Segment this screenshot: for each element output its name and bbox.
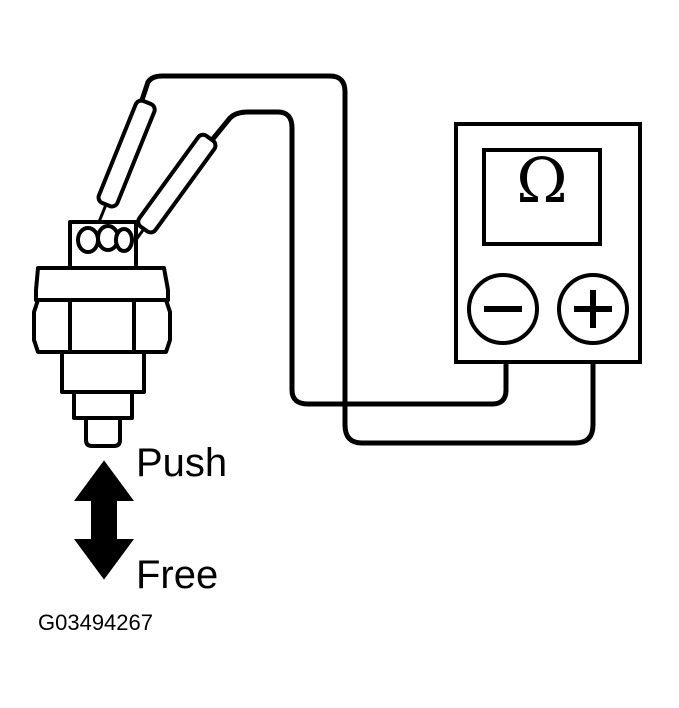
- negative-terminal: [467, 273, 539, 345]
- positive-lead-wire: [139, 73, 596, 446]
- pressure-switch-icon: [32, 220, 172, 448]
- sensor-stem: [72, 390, 134, 420]
- negative-lead-wire: [209, 109, 509, 407]
- ohm-symbol: Ω: [516, 144, 568, 217]
- sensor-lower-body: [60, 350, 146, 394]
- ohmmeter: [454, 122, 642, 364]
- free-label: Free: [136, 553, 219, 597]
- double-headed-arrow-icon: [74, 460, 134, 580]
- test-wires: [139, 73, 596, 446]
- push-label: Push: [136, 441, 228, 485]
- ohmmeter-display: [482, 148, 602, 246]
- figure-code: G03494267: [38, 610, 153, 635]
- positive-terminal: [557, 273, 629, 345]
- sensor-plunger: [84, 416, 122, 448]
- sensor-upper-body: [34, 266, 170, 302]
- sensor-hex-nut: [32, 298, 172, 354]
